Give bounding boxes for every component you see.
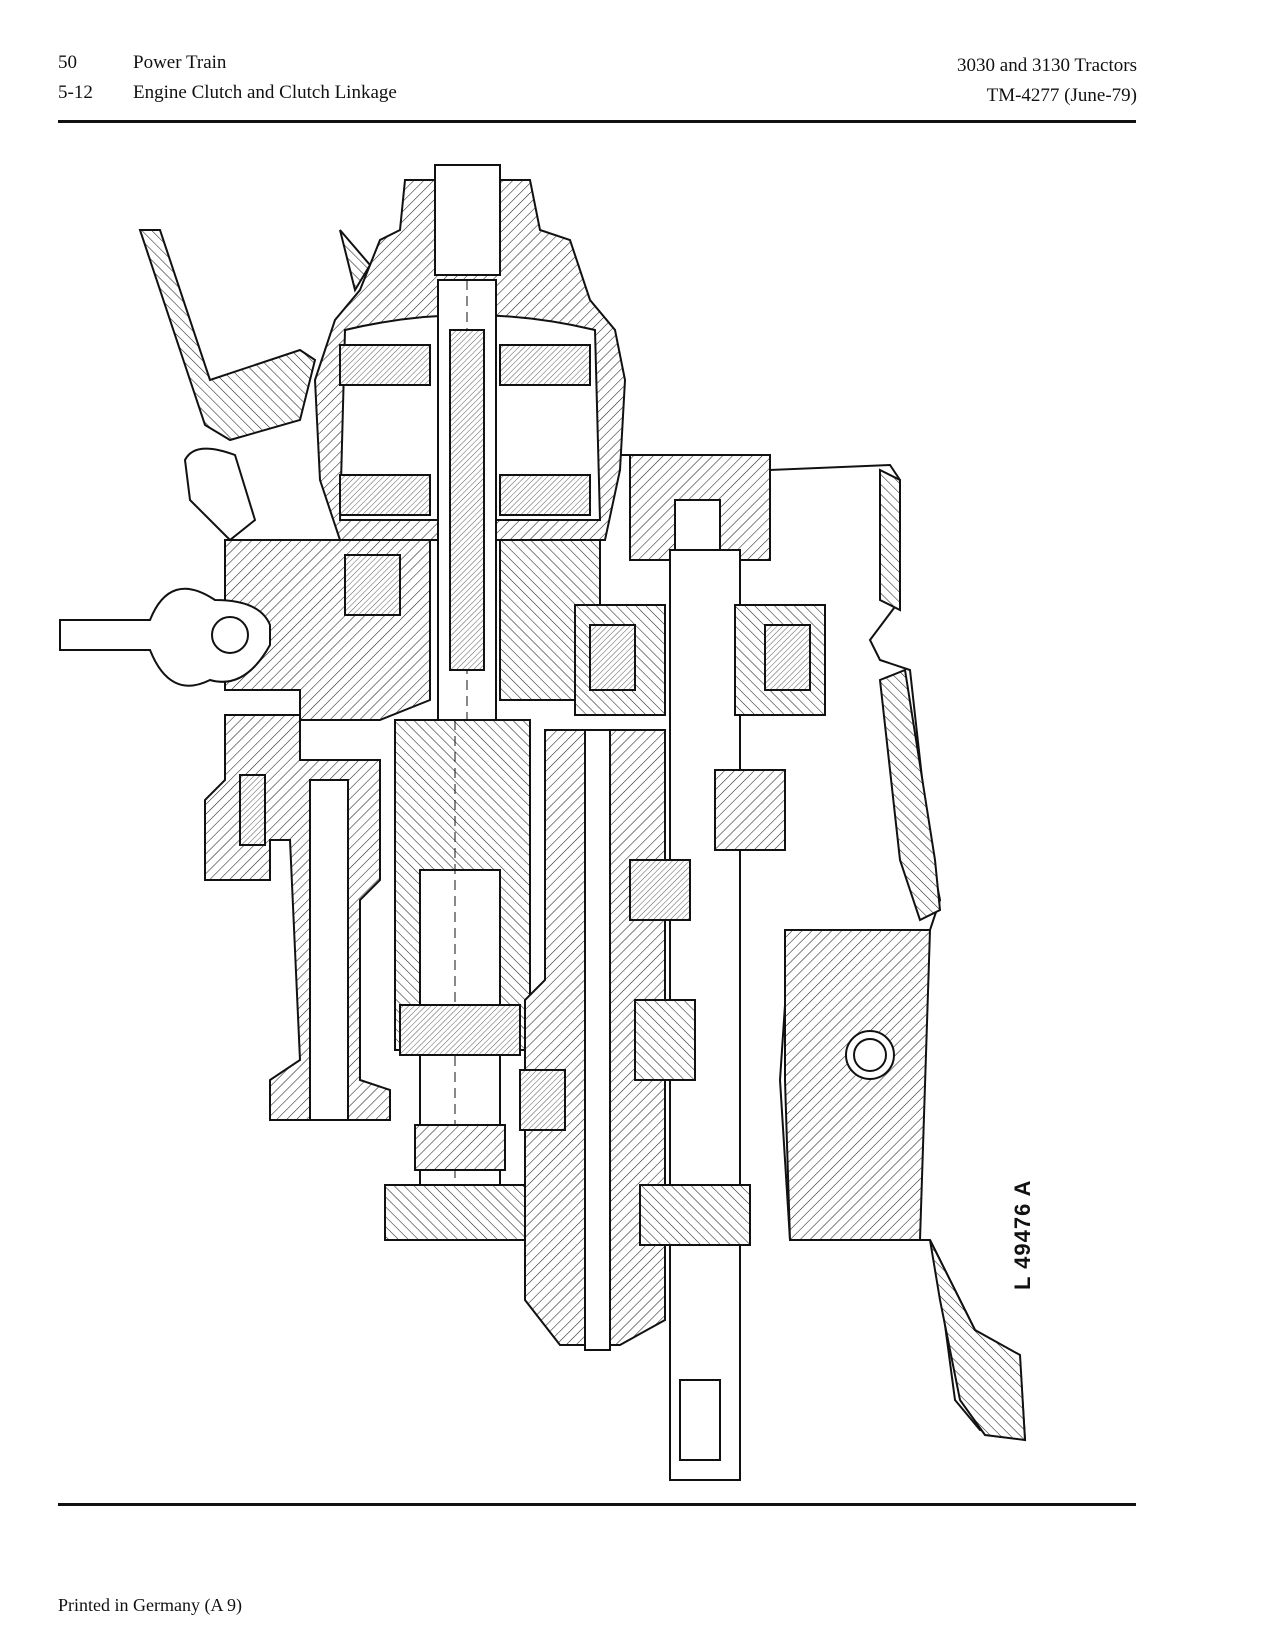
footer-text: Printed in Germany (A 9) xyxy=(58,1595,242,1615)
subsection-number: 5-12 xyxy=(58,82,93,103)
drawing-linework xyxy=(59,164,1027,1481)
manual-code: TM-4277 (June-79) xyxy=(986,85,1137,106)
header-rule xyxy=(58,120,1136,123)
footer-rule xyxy=(58,1503,1136,1506)
manual-title: 3030 and 3130 Tractors xyxy=(957,55,1137,76)
figure-label: L 49476 A xyxy=(1010,1179,1035,1290)
section-title: Power Train xyxy=(133,52,227,73)
subsection-title: Engine Clutch and Clutch Linkage xyxy=(133,82,397,103)
page-number: 50 xyxy=(58,52,77,73)
